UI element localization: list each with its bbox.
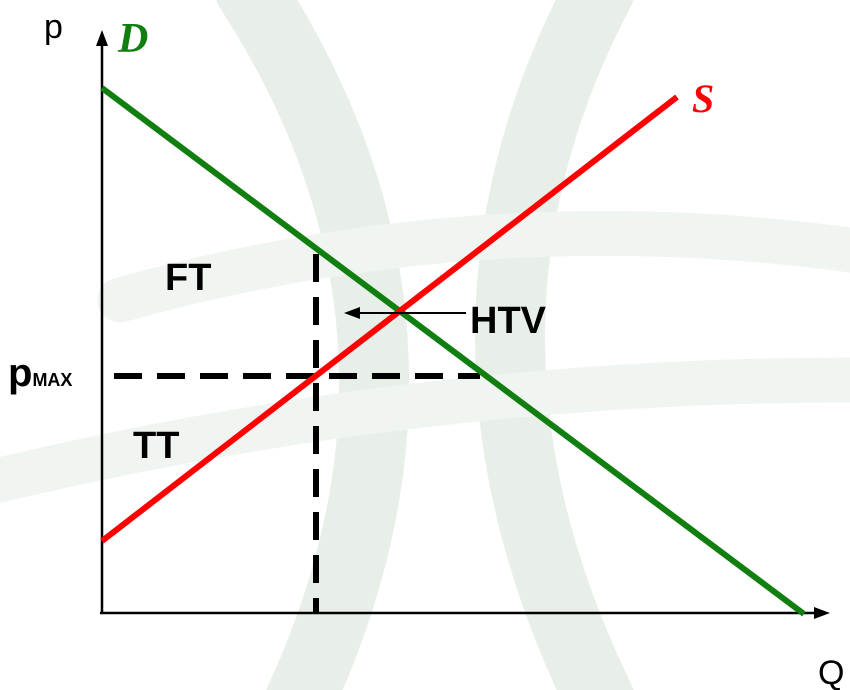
x-axis-arrowhead <box>814 607 830 619</box>
htv-arrowhead <box>344 307 360 319</box>
region-label-tt: TT <box>133 425 179 467</box>
htv-label: HTV <box>470 300 547 342</box>
x-axis-label: Q <box>818 654 844 690</box>
watermark-sweep-upper <box>97 210 850 323</box>
price-ceiling-label-main: p <box>8 351 32 395</box>
watermark-arc-right <box>475 0 634 690</box>
price-ceiling-label: pMAX <box>8 351 72 395</box>
price-ceiling-label-sub: MAX <box>32 370 72 390</box>
region-label-ft: FT <box>165 257 211 299</box>
watermark-sweep-lower <box>0 357 850 503</box>
demand-curve <box>100 85 806 617</box>
demand-curve-label: D <box>117 16 148 62</box>
watermark-arc-left <box>216 0 410 690</box>
supply-curve-label: S <box>692 76 714 121</box>
y-axis-arrowhead <box>96 30 108 46</box>
htv-arrow <box>344 307 466 319</box>
axes <box>96 30 830 619</box>
supply-curve <box>100 94 679 544</box>
y-axis-label: p <box>44 8 63 46</box>
dashed-guides <box>114 254 480 613</box>
